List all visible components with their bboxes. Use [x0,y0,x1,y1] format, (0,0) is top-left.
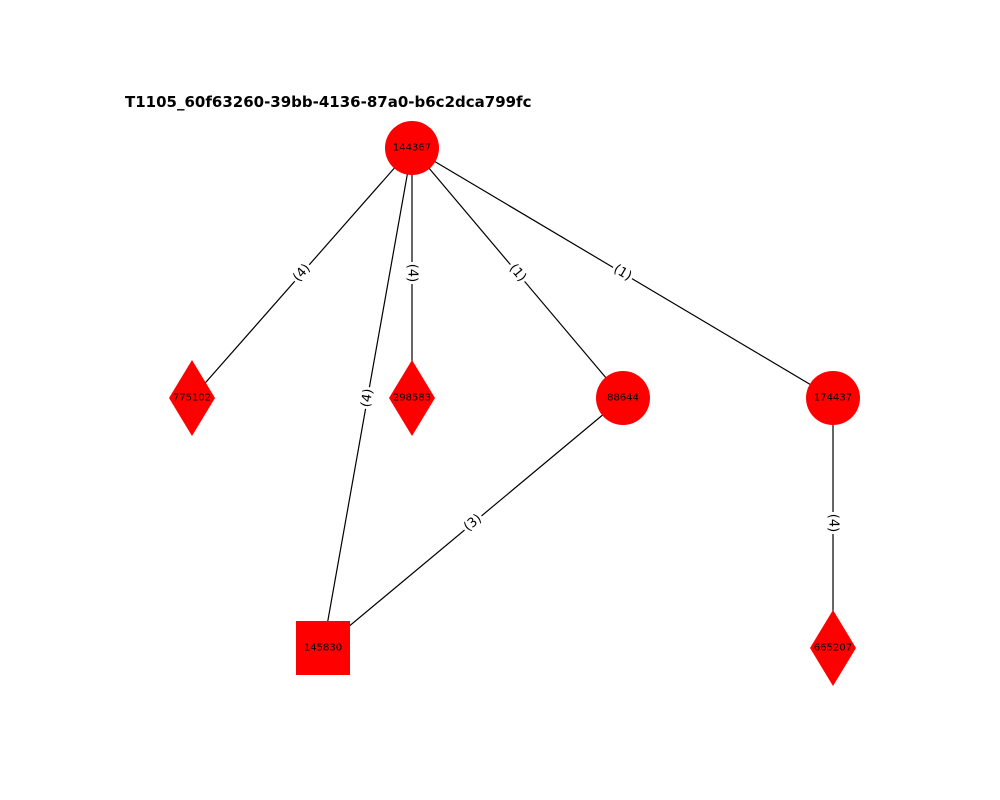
edge-label-background [459,509,487,537]
node-square[interactable] [296,621,350,675]
node-diamond[interactable] [389,360,435,436]
nodes-layer: 144367 775102 298583 88644 174437 145830 66520… [169,121,860,686]
node-circle[interactable] [385,121,439,175]
node-label: 298583 [393,393,431,404]
edge-174437-665207: (4) [825,398,841,648]
edge-144367-88644: (1) [411,147,624,399]
edge-label-background [608,260,637,286]
node-174437[interactable]: 174437 [806,371,860,425]
node-298583[interactable]: 298583 [389,360,435,436]
edge-label: (1) [611,262,634,284]
node-label: 775102 [173,393,211,404]
edge-144367-174437: (1) [411,147,834,399]
node-label: 88644 [607,393,639,404]
node-144367[interactable]: 144367 [385,121,439,175]
edge-144367-775102: (4) [191,147,413,399]
node-circle[interactable] [596,371,650,425]
node-label: 145830 [304,643,342,654]
node-88644[interactable]: 88644 [596,371,650,425]
edge-label: (4) [405,264,420,282]
edge-label-background [504,259,531,287]
edge-label-background [404,262,420,284]
node-665207[interactable]: 665207 [810,610,856,686]
edge-label: (3) [461,511,485,534]
edge-label: (4) [826,514,841,532]
edge-label: (4) [290,261,313,285]
node-145830[interactable]: 145830 [296,621,350,675]
node-diamond[interactable] [810,610,856,686]
edge-144367-298583: (4) [404,148,420,398]
edges-layer: (4) (4) (4) (1) (1) (3) (4) [191,147,841,649]
edge-144367-145830: (4) [322,147,413,649]
edge-label: (1) [506,261,529,285]
edge-label: (4) [359,388,377,409]
node-label: 665207 [814,643,852,654]
edge-88644-145830: (3) [322,397,624,649]
node-label: 174437 [814,393,852,404]
diagram-title: T1105_60f63260-39bb-4136-87a0-b6c2dca799… [125,93,532,111]
node-label: 144367 [393,143,431,154]
node-circle[interactable] [806,371,860,425]
edge-label-background [357,385,378,411]
node-diamond[interactable] [169,360,215,436]
edge-label-background [288,259,316,287]
edge-label-background [825,512,841,534]
node-775102[interactable]: 775102 [169,360,215,436]
